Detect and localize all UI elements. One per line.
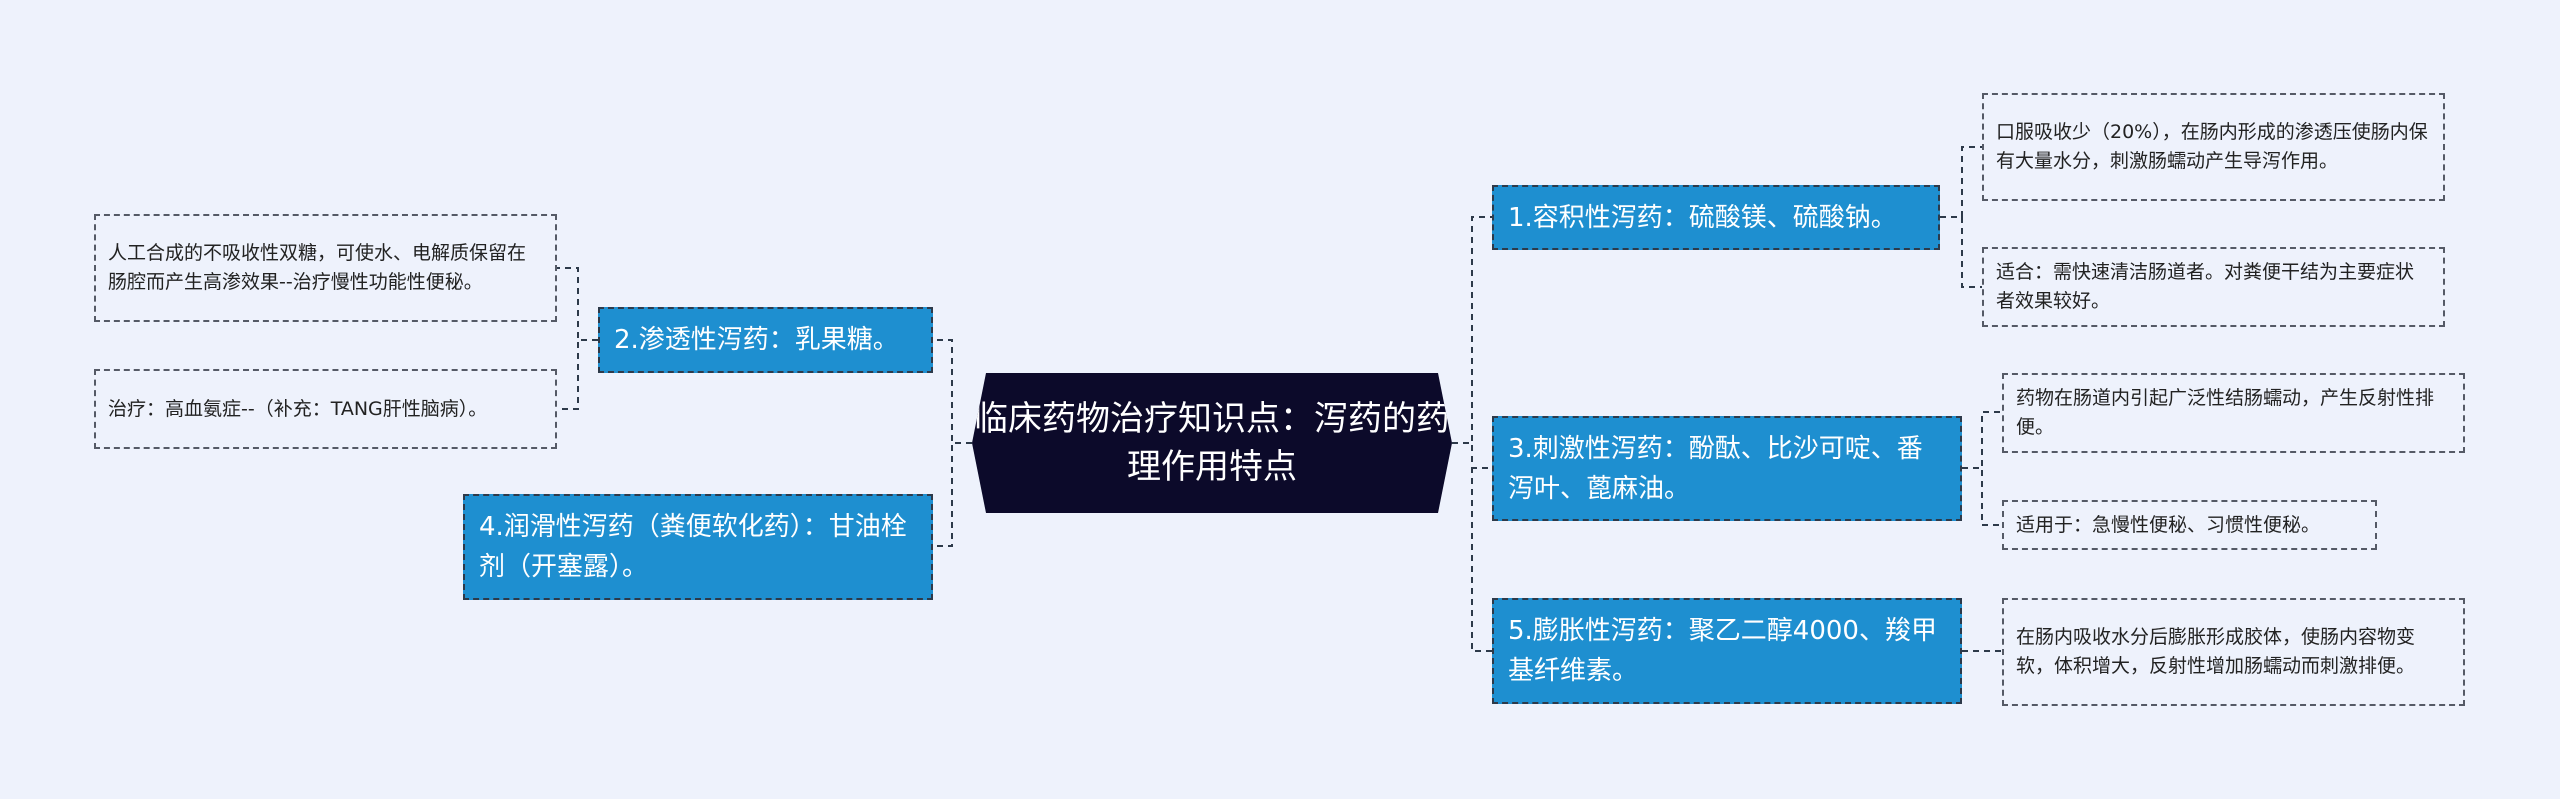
connector-b2-d1 <box>557 267 598 341</box>
branch-3-detail-2-text: 适用于：急慢性便秘、习惯性便秘。 <box>2016 513 2321 536</box>
connector-b2-d2 <box>557 339 598 410</box>
branch-5-node[interactable]: 5.膨胀性泻药：聚乙二醇4000、羧甲基纤维素。 <box>1492 598 1962 704</box>
branch-2-detail-2[interactable]: 治疗：高血氨症--（补充：TANG肝性脑病）。 <box>94 369 557 449</box>
branch-2-text: 2.渗透性泻药：乳果糖。 <box>614 325 899 355</box>
branch-2-node[interactable]: 2.渗透性泻药：乳果糖。 <box>598 307 933 373</box>
branch-3-detail-2[interactable]: 适用于：急慢性便秘、习惯性便秘。 <box>2002 500 2377 550</box>
branch-1-detail-1-text: 口服吸收少（20%），在肠内形成的渗透压使肠内保有大量水分，刺激肠蠕动产生导泻作… <box>1996 121 2428 172</box>
connector-b1-d1 <box>1940 146 1982 218</box>
connector-root-b3 <box>1452 442 1492 469</box>
branch-3-detail-1[interactable]: 药物在肠道内引起广泛性结肠蠕动，产生反射性排便。 <box>2002 373 2465 453</box>
root-topic[interactable]: 临床药物治疗知识点：泻药的药理作用特点 <box>972 373 1452 513</box>
branch-3-text: 3.刺激性泻药：酚酞、比沙可啶、番泻叶、蓖麻油。 <box>1508 433 1923 504</box>
branch-2-detail-1[interactable]: 人工合成的不吸收性双糖，可使水、电解质保留在肠腔而产生高渗效果--治疗慢性功能性… <box>94 214 557 322</box>
connector-root-b5 <box>1452 442 1492 652</box>
connector-root-b4 <box>933 442 972 547</box>
branch-3-node[interactable]: 3.刺激性泻药：酚酞、比沙可啶、番泻叶、蓖麻油。 <box>1492 416 1962 521</box>
branch-1-detail-2-text: 适合：需快速清洁肠道者。对粪便干结为主要症状者效果较好。 <box>1996 261 2415 312</box>
branch-2-detail-2-text: 治疗：高血氨症--（补充：TANG肝性脑病）。 <box>108 397 488 420</box>
connector-root-b2 <box>933 339 972 444</box>
connector-b3-d2 <box>1962 467 2002 526</box>
branch-4-node[interactable]: 4.润滑性泻药（粪便软化药）：甘油栓剂（开塞露）。 <box>463 494 933 600</box>
connector-b1-d2 <box>1940 216 1982 288</box>
branch-5-detail-1[interactable]: 在肠内吸收水分后膨胀形成胶体，使肠内容物变软，体积增大，反射性增加肠蠕动而刺激排… <box>2002 598 2465 706</box>
branch-1-detail-2[interactable]: 适合：需快速清洁肠道者。对粪便干结为主要症状者效果较好。 <box>1982 247 2445 327</box>
connector-b3-d1 <box>1962 411 2002 469</box>
branch-3-detail-1-text: 药物在肠道内引起广泛性结肠蠕动，产生反射性排便。 <box>2016 387 2435 438</box>
root-topic-text: 临床药物治疗知识点：泻药的药理作用特点 <box>974 399 1450 487</box>
branch-2-detail-1-text: 人工合成的不吸收性双糖，可使水、电解质保留在肠腔而产生高渗效果--治疗慢性功能性… <box>108 242 527 293</box>
branch-5-text: 5.膨胀性泻药：聚乙二醇4000、羧甲基纤维素。 <box>1508 616 1937 686</box>
branch-1-detail-1[interactable]: 口服吸收少（20%），在肠内形成的渗透压使肠内保有大量水分，刺激肠蠕动产生导泻作… <box>1982 93 2445 201</box>
branch-4-text: 4.润滑性泻药（粪便软化药）：甘油栓剂（开塞露）。 <box>479 512 907 582</box>
branch-1-node[interactable]: 1.容积性泻药：硫酸镁、硫酸钠。 <box>1492 185 1940 250</box>
branch-1-text: 1.容积性泻药：硫酸镁、硫酸钠。 <box>1508 202 1897 233</box>
branch-5-detail-1-text: 在肠内吸收水分后膨胀形成胶体，使肠内容物变软，体积增大，反射性增加肠蠕动而刺激排… <box>2016 626 2416 677</box>
connector-root-b1 <box>1452 216 1492 444</box>
